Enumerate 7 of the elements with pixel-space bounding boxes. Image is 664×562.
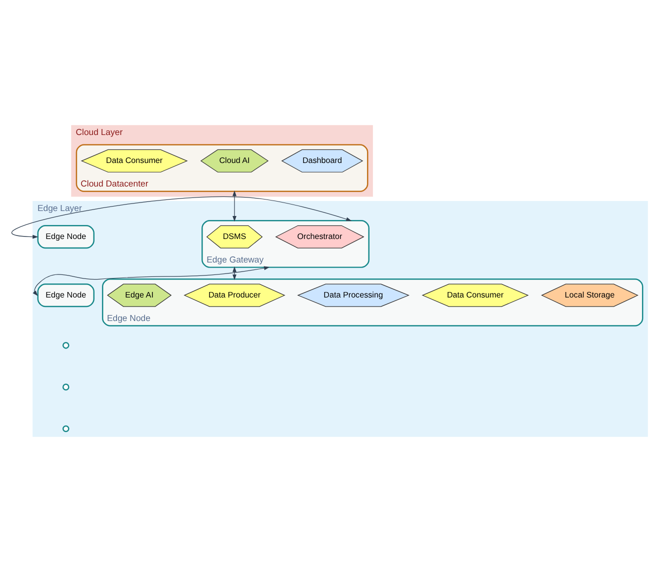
node-circle bbox=[62, 342, 70, 349]
arrow bbox=[11, 196, 352, 239]
arrow bbox=[232, 266, 236, 280]
node-circle bbox=[62, 425, 70, 432]
arrow bbox=[232, 190, 236, 222]
arrow bbox=[32, 266, 270, 296]
node-circle bbox=[62, 384, 70, 390]
